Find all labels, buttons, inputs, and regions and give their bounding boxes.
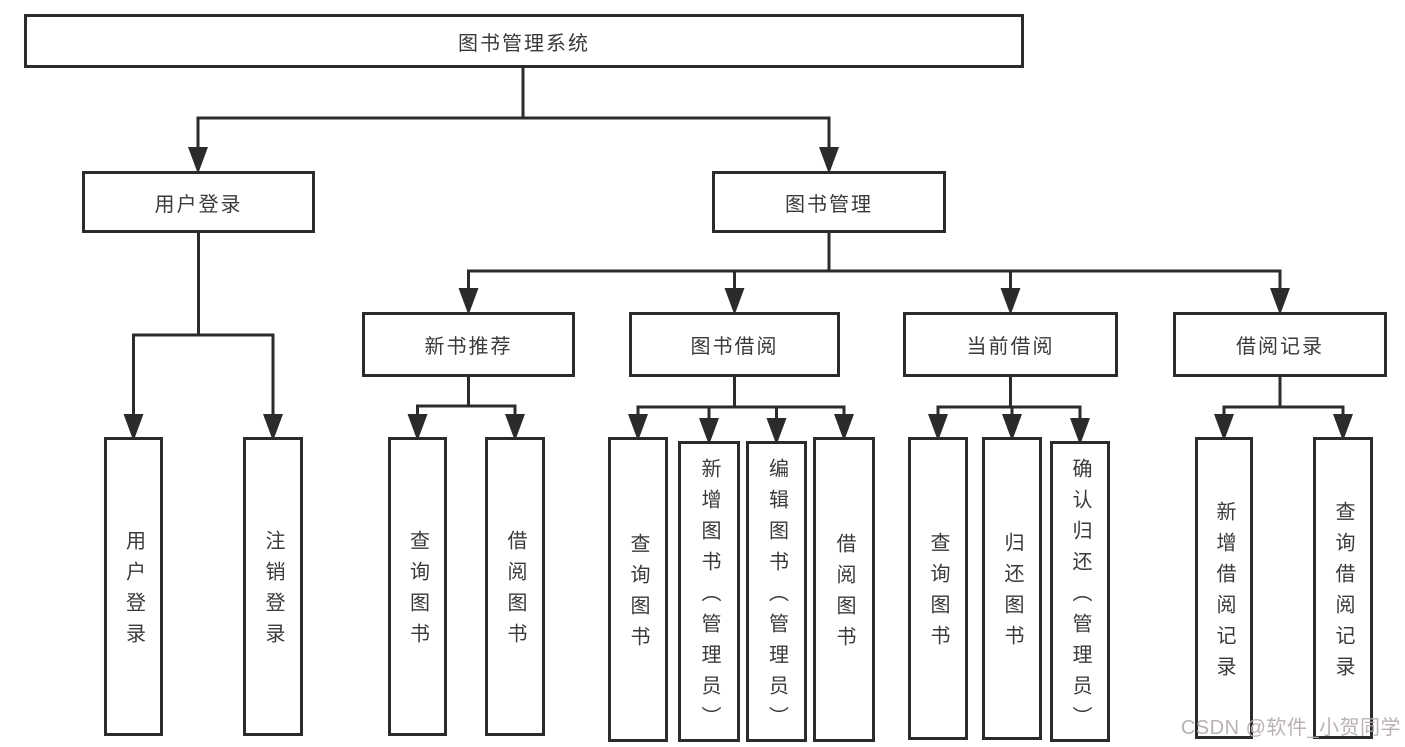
- leaf-logout-label: 注销登录: [262, 530, 284, 654]
- node-book-borrowing: 图书借阅: [629, 312, 840, 377]
- leaf-borrowing-query-book: 查询图书: [608, 437, 668, 742]
- node-root-label: 图书管理系统: [458, 32, 590, 55]
- node-book-management-label: 图书管理: [785, 193, 873, 216]
- leaf-recommend-query-book-label: 查询图书: [406, 530, 429, 654]
- node-borrowing-records-label: 借阅记录: [1236, 336, 1324, 358]
- leaf-logout: 注销登录: [243, 437, 303, 736]
- leaf-query-borrow-record: 查询借阅记录: [1313, 437, 1373, 739]
- node-root: 图书管理系统: [24, 14, 1024, 68]
- node-new-book-recommend: 新书推荐: [362, 312, 575, 377]
- node-current-borrowing: 当前借阅: [903, 312, 1118, 377]
- leaf-recommend-borrow-book: 借阅图书: [485, 437, 545, 736]
- leaf-confirm-return-admin: 确认归还（管理员）: [1050, 441, 1110, 742]
- node-book-borrowing-label: 图书借阅: [690, 336, 779, 358]
- leaf-recommend-borrow-book-label: 借阅图书: [504, 530, 526, 654]
- csdn-watermark: CSDN @软件_小贺同学: [1180, 717, 1401, 739]
- node-book-management: 图书管理: [712, 171, 946, 233]
- leaf-recommend-query-book: 查询图书: [388, 437, 447, 736]
- leaf-add-borrow-record-label: 新增借阅记录: [1213, 500, 1235, 687]
- leaf-user-login-label: 用户登录: [122, 530, 145, 654]
- leaf-edit-book-admin: 编辑图书（管理员）: [746, 441, 807, 742]
- leaf-borrowing-query-book-label: 查询图书: [627, 533, 649, 657]
- leaf-user-login: 用户登录: [104, 437, 163, 736]
- node-user-login: 用户登录: [82, 171, 315, 233]
- leaf-return-book-label: 归还图书: [1001, 532, 1023, 656]
- leaf-borrowing-borrow-book-label: 借阅图书: [833, 533, 855, 657]
- leaf-return-book: 归还图书: [982, 437, 1042, 740]
- leaf-borrowing-borrow-book: 借阅图书: [813, 437, 875, 742]
- leaf-add-book-admin: 新增图书（管理员）: [678, 441, 740, 742]
- leaf-add-book-admin-label: 新增图书（管理员）: [698, 457, 720, 737]
- node-borrowing-records: 借阅记录: [1173, 312, 1387, 377]
- leaf-add-borrow-record: 新增借阅记录: [1195, 437, 1253, 739]
- leaf-edit-book-admin-label: 编辑图书（管理员）: [765, 457, 788, 737]
- leaf-current-query-book: 查询图书: [908, 437, 968, 740]
- leaf-current-query-book-label: 查询图书: [927, 532, 949, 656]
- node-user-login-label: 用户登录: [154, 193, 243, 216]
- node-new-book-recommend-label: 新书推荐: [424, 336, 513, 358]
- leaf-confirm-return-admin-label: 确认归还（管理员）: [1069, 457, 1091, 737]
- node-current-borrowing-label: 当前借阅: [966, 336, 1055, 358]
- leaf-query-borrow-record-label: 查询借阅记录: [1332, 500, 1354, 687]
